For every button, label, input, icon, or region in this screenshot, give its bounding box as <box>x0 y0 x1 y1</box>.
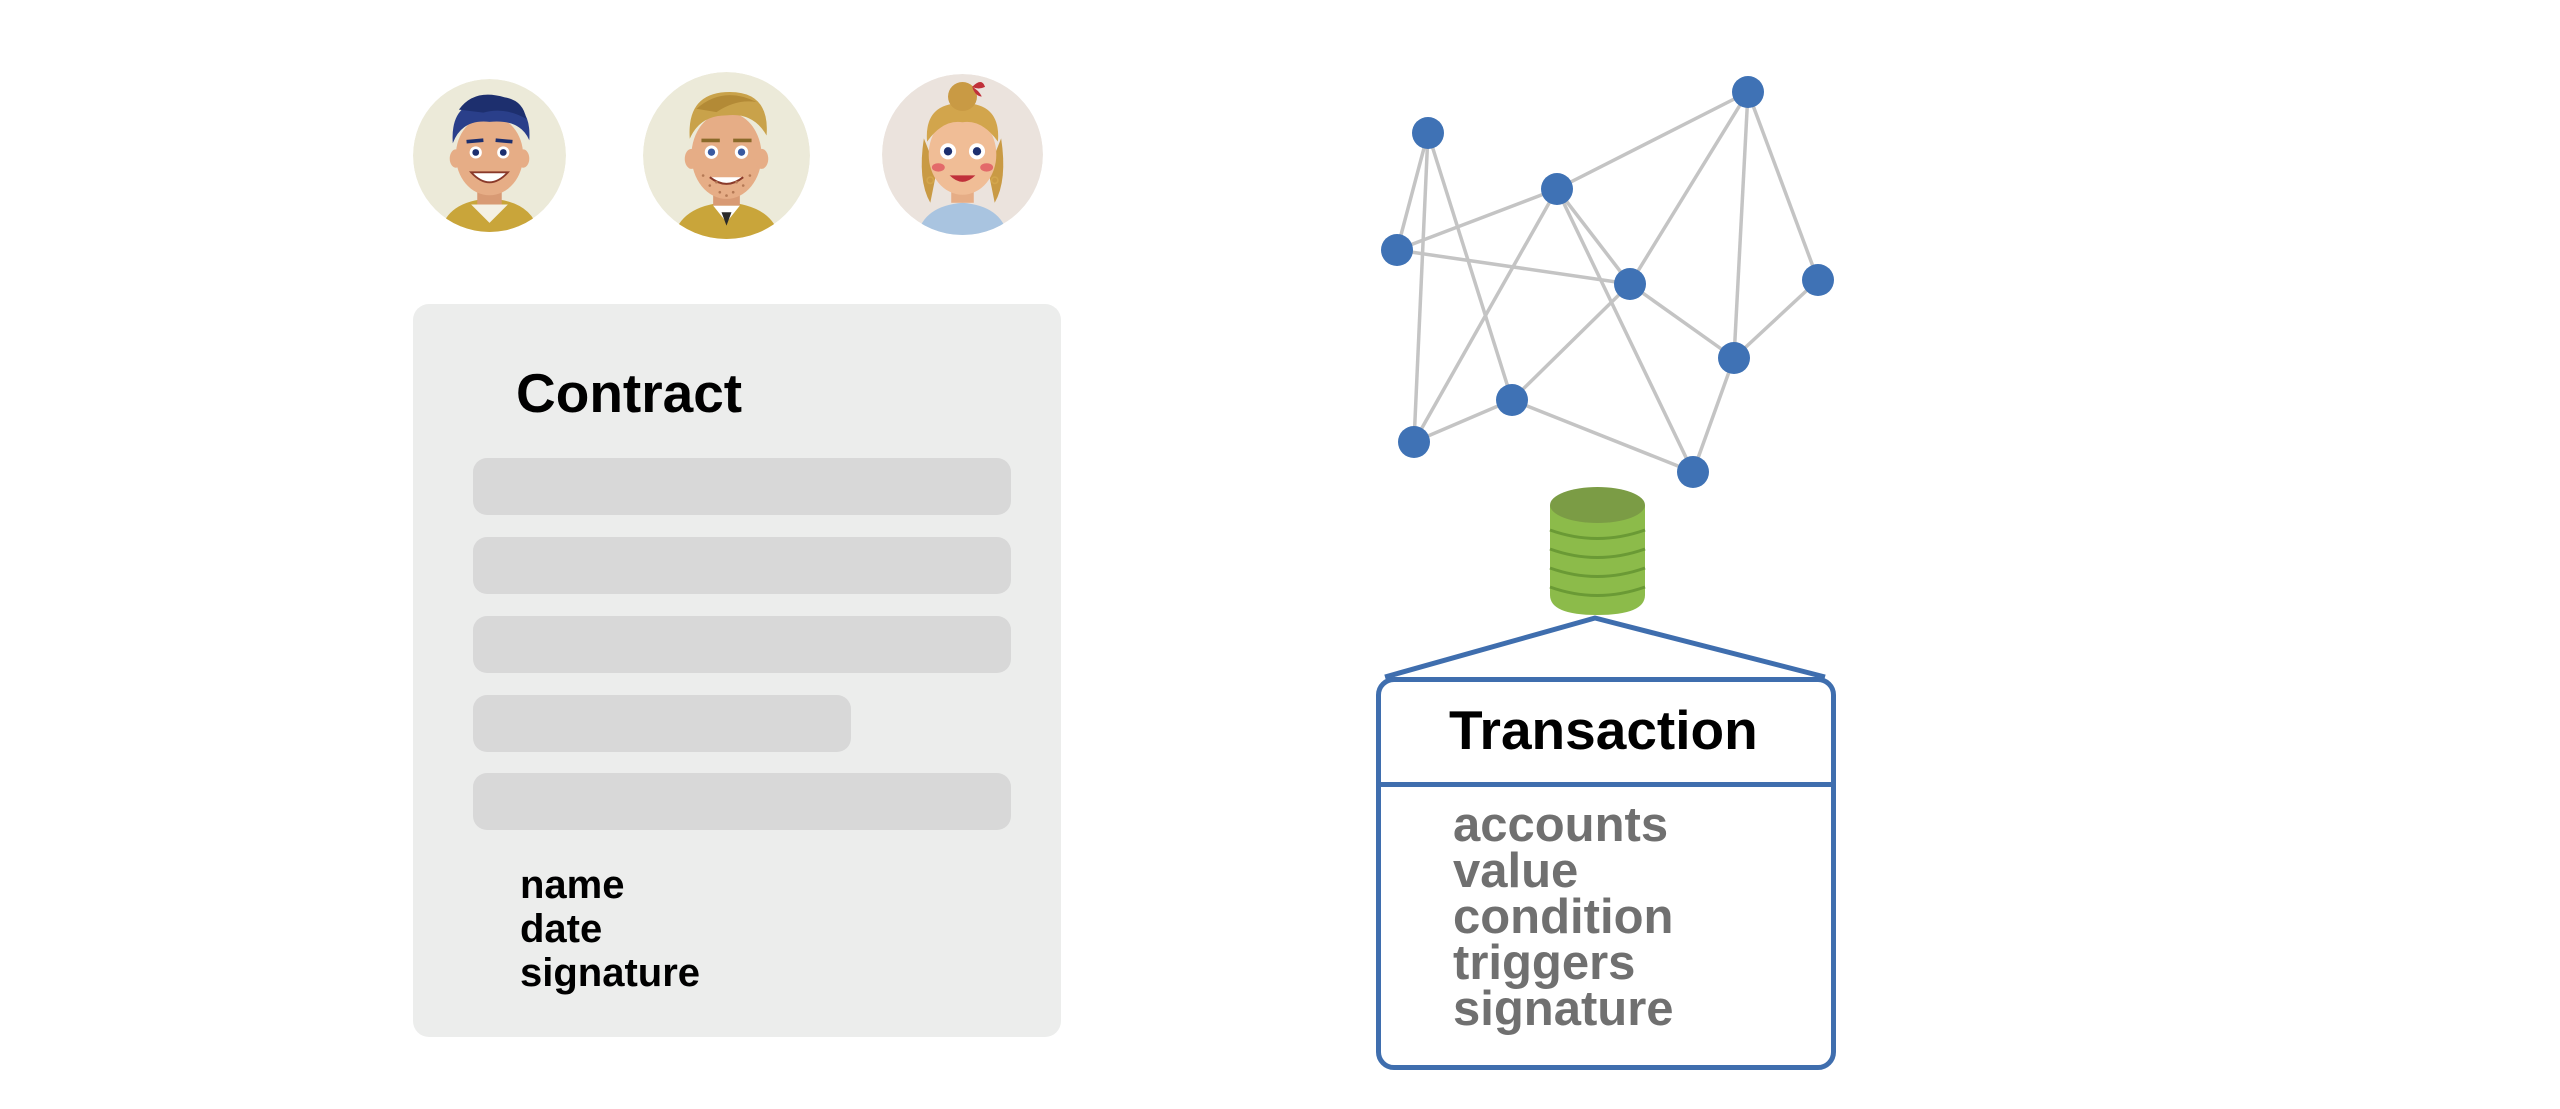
transaction-header: Transaction <box>1381 682 1831 787</box>
contract-field: name <box>520 863 625 907</box>
contract-field: date <box>520 907 603 951</box>
contract-text-line <box>473 773 1011 830</box>
network-node <box>1541 173 1573 205</box>
contract-title: Contract <box>516 362 743 424</box>
contract-text-line <box>473 537 1011 594</box>
network-node <box>1732 76 1764 108</box>
network-node <box>1718 342 1750 374</box>
transaction-box: Transaction accounts value condition tri… <box>1376 677 1836 1070</box>
transaction-field-list: accounts value condition triggers signat… <box>1453 798 1674 1036</box>
transaction-field: accounts <box>1453 798 1669 852</box>
contract-card: Contract name date signature <box>413 304 1061 1037</box>
network-node <box>1412 117 1444 149</box>
connector-roof <box>1384 615 1826 680</box>
contract-text-line <box>473 458 1011 515</box>
contract-text-line <box>473 616 1011 673</box>
contract-field: signature <box>520 951 701 995</box>
transaction-field: value <box>1453 844 1579 898</box>
blockchain-network-icon <box>1381 76 1834 488</box>
transaction-field: signature <box>1453 982 1674 1036</box>
network-node <box>1496 384 1528 416</box>
network-node <box>1381 234 1413 266</box>
transaction-title: Transaction <box>1449 699 1758 761</box>
coin-stack-icon <box>1549 487 1646 615</box>
network-node <box>1614 268 1646 300</box>
contract-field-list: name date signature <box>520 863 700 995</box>
network-node <box>1398 426 1430 458</box>
man-dark-hair-avatar-icon <box>413 79 566 232</box>
contract-text-line <box>473 695 851 752</box>
network-node <box>1677 456 1709 488</box>
transaction-field: triggers <box>1453 936 1636 990</box>
man-blond-beard-avatar-icon <box>643 72 810 239</box>
transaction-field: condition <box>1453 890 1674 944</box>
network-node <box>1802 264 1834 296</box>
woman-bun-hair-avatar-icon <box>882 74 1043 235</box>
